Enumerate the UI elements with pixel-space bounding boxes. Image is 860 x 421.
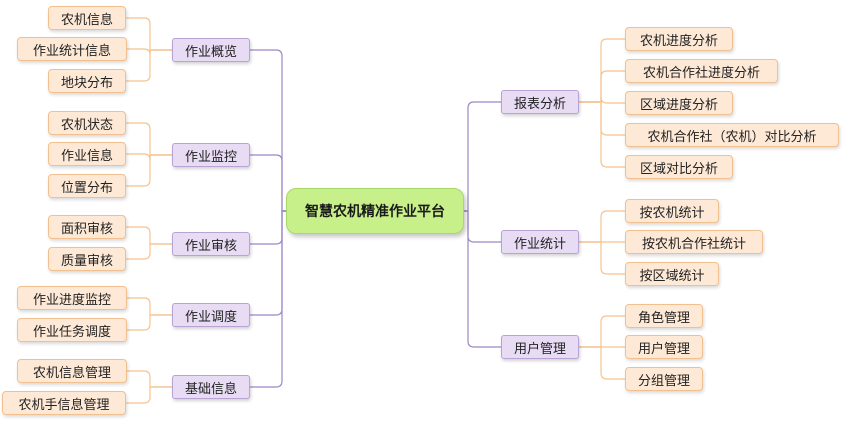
root-to-branch-zuoye-gailan: [250, 49, 286, 212]
branch-zuoye-tongji: 作业统计: [501, 230, 579, 254]
branch-jichu-xinxi: 基础信息: [172, 375, 250, 399]
leaf-an-nongji-tongji: 按农机统计: [625, 199, 719, 223]
branch-yonghu-guanli-to-leaf-juese-guanli: [579, 315, 625, 348]
branch-baobiao-fenxi-to-leaf-hezuoshe-duibi-fenxi: [579, 101, 625, 136]
leaf-dikuai-fenbu: 地块分布: [48, 69, 126, 93]
branch-zuoye-shenhe: 作业审核: [172, 232, 250, 256]
leaf-mianji-shenhe: 面积审核: [48, 215, 126, 239]
leaf-juese-guanli: 角色管理: [625, 304, 703, 328]
branch-zuoye-jiankong-to-leaf-nongji-zhuangtai: [126, 122, 172, 156]
leaf-nongji-jindu-fenxi: 农机进度分析: [625, 27, 733, 51]
leaf-hezuoshe-duibi-fenxi: 农机合作社（农机）对比分析: [625, 123, 839, 147]
branch-jichu-xinxi-to-leaf-nongji-xinxi-guanli: [127, 370, 172, 388]
root-to-branch-jichu-xinxi: [250, 210, 286, 388]
branch-zuoye-gailan-to-leaf-nongji-xinxi: [126, 17, 172, 51]
leaf-zuoye-xinxi: 作业信息: [48, 142, 126, 166]
branch-baobiao-fenxi: 报表分析: [501, 90, 579, 114]
branch-yonghu-guanli-to-leaf-fenzu-guanli: [579, 346, 625, 380]
branch-zuoye-diaodu-to-leaf-zuoye-renwu-diaodu: [127, 314, 172, 331]
branch-baobiao-fenxi-to-leaf-quyu-duibi-fenxi: [579, 101, 625, 168]
leaf-an-hezuoshe-tongji: 按农机合作社统计: [625, 230, 763, 254]
leaf-quyu-duibi-fenxi: 区域对比分析: [625, 155, 733, 179]
leaf-weizhi-fenbu: 位置分布: [48, 174, 126, 198]
leaf-zuoye-renwu-diaodu: 作业任务调度: [17, 318, 127, 342]
branch-zuoye-shenhe-to-leaf-mianji-shenhe: [126, 226, 172, 245]
branch-zuoye-jiankong: 作业监控: [172, 143, 250, 167]
branch-zuoye-shenhe-to-leaf-zhiliang-shenhe: [126, 243, 172, 260]
leaf-nongji-zhuangtai: 农机状态: [48, 111, 126, 135]
root-to-branch-zuoye-shenhe: [250, 210, 286, 245]
leaf-an-quyu-tongji: 按区域统计: [625, 262, 719, 286]
branch-zuoye-tongji-to-leaf-an-quyu-tongji: [579, 241, 625, 275]
root-to-branch-zuoye-diaodu: [250, 210, 286, 316]
branch-zuoye-gailan: 作业概览: [172, 38, 250, 62]
branch-zuoye-gailan-to-leaf-dikuai-fenbu: [126, 49, 172, 82]
branch-zuoye-diaodu-to-leaf-zuoye-jindu-jiankong: [127, 297, 172, 316]
branch-zuoye-tongji-to-leaf-an-nongji-tongji: [579, 210, 625, 243]
leaf-yonghu-guanli: 用户管理: [625, 335, 703, 359]
leaf-zuoye-tongji-xinxi: 作业统计信息: [17, 37, 127, 61]
leaf-zhiliang-shenhe: 质量审核: [48, 247, 126, 271]
root-node: 智慧农机精准作业平台: [286, 188, 464, 234]
root-to-branch-baobiao-fenxi: [464, 101, 501, 212]
branch-jichu-xinxi-to-leaf-nongjishou-xinxi-guanli: [126, 386, 172, 404]
root-to-branch-yonghu-guanli: [464, 210, 501, 348]
leaf-quyu-jindu-fenxi: 区域进度分析: [625, 91, 733, 115]
root-to-branch-zuoye-jiankong: [250, 154, 286, 212]
branch-zuoye-diaodu: 作业调度: [172, 303, 250, 327]
leaf-nongjishou-xinxi-guanli: 农机手信息管理: [2, 391, 126, 415]
branch-baobiao-fenxi-to-leaf-hezuoshe-jindu-fenxi: [579, 70, 625, 103]
root-to-branch-zuoye-tongji: [464, 210, 501, 243]
leaf-nongji-xinxi-guanli: 农机信息管理: [17, 359, 127, 383]
branch-baobiao-fenxi-to-leaf-quyu-jindu-fenxi: [579, 96, 625, 104]
branch-zuoye-jiankong-to-leaf-weizhi-fenbu: [126, 154, 172, 187]
leaf-hezuoshe-jindu-fenxi: 农机合作社进度分析: [625, 59, 778, 83]
leaf-zuoye-jindu-jiankong: 作业进度监控: [17, 286, 127, 310]
leaf-fenzu-guanli: 分组管理: [625, 367, 703, 391]
branch-yonghu-guanli: 用户管理: [501, 335, 579, 359]
branch-baobiao-fenxi-to-leaf-nongji-jindu-fenxi: [579, 38, 625, 103]
leaf-nongji-xinxi: 农机信息: [48, 6, 126, 30]
